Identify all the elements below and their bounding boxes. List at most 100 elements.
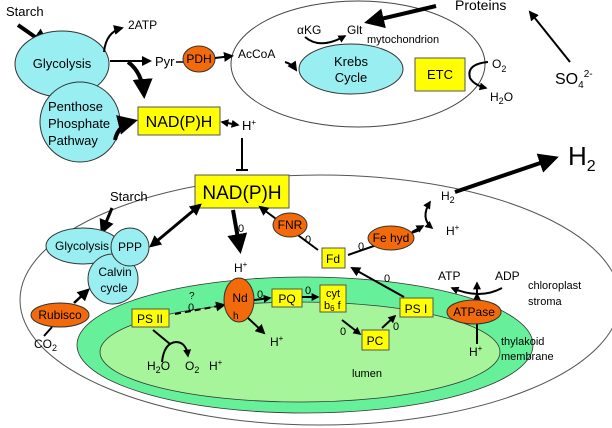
glycolysis-label: Glycolysis [33,56,92,71]
h-plus-fehyd: H+ [446,223,460,238]
nd-pq-arrow [253,294,272,303]
nadph-h-arrow-chloroplast [227,209,248,254]
glt-label: Glt [347,23,363,37]
akg-label: αKG [297,23,321,37]
starch-glycolysis-arrow [99,207,114,235]
zero-3: 0 [358,241,364,253]
rubisco-calvin-arrow [73,288,90,304]
water-split-arrow [161,340,192,363]
rubisco-label: Rubisco [38,308,82,322]
nadph-box-top[interactable] [137,106,221,136]
cyt-label-1: cyt [326,288,340,300]
lumen-label: lumen [352,368,382,380]
starch-chloroplast-label: Starch [110,189,148,204]
pdh-label: PDH [186,52,211,66]
ppp-label-3: Pathway [48,133,98,148]
ppp-label-1: Penthose [48,99,103,114]
pc-label: PC [367,334,384,348]
psii-nd-dashed-arrow [174,301,226,315]
zero-2: 0 [305,234,311,246]
pdh-enzyme[interactable] [182,45,216,73]
pc-box[interactable] [361,329,390,351]
accoa-krebs-arrow [284,60,298,72]
adp-label: ADP [495,269,520,283]
chloroplast-stroma-label-1: chloroplast [528,280,581,292]
co2-label: CO2 [34,337,57,353]
cyt-label-2: b6 f [324,300,342,313]
atp-label: ATP [438,269,460,283]
krebs-cycle[interactable] [298,43,404,95]
proteins-label: Proteins [455,0,506,13]
fnr-label: FNR [278,218,303,232]
chloroplast-membrane [19,174,612,426]
ppp-nadph-chloroplast-arrow [149,203,202,248]
so4-proteins-arrow [528,10,571,63]
zero-9: 0 [393,321,399,333]
nadph-box-chloroplast[interactable] [194,174,290,209]
fnr-enzyme[interactable] [272,212,308,238]
h2-small-label: H2 [441,189,455,205]
nadph-label-top: NAD(P)H [146,114,213,131]
psi-fd-arrow [350,267,405,298]
zero-6: 0 [257,289,263,301]
co2-rubisco-line [43,326,53,337]
pc-psi-arrow [381,314,397,329]
h-plus-lumen: H+ [209,358,223,373]
h-plus-chloroplast: H+ [234,260,248,275]
fd-label: Fd [326,252,340,266]
fe-hyd-enzyme[interactable] [367,225,415,251]
adp-atp-arrow [450,286,503,295]
glycolysis-nadph-arrow [126,60,153,99]
h2-big-label: H2 [568,141,596,175]
h2-export-arrow [454,153,559,194]
question-mark: ? [189,291,195,302]
thylakoid-label-1: thylakoid [501,336,544,348]
h2o-label-mito: H2O [490,90,513,106]
h2-h-branch-arrow [423,200,434,230]
krebs-label-1: Krebs [334,54,368,69]
zero-1: 0 [238,223,244,235]
krebs-label-2: Cycle [335,70,368,85]
nadph-h-arrow [220,119,240,128]
mitochondrion-membrane [230,0,486,128]
akg-glt-arrow [304,35,347,45]
psii-box[interactable] [131,308,170,328]
nd-label: Nd [232,291,247,305]
calvin-label-1: Calvin [98,265,131,279]
calvin-label-2: cycle [100,281,128,295]
proteins-glt-arrow [364,4,437,29]
cyt-b6f-box[interactable] [319,284,347,313]
zero-4: 0 [384,273,390,285]
atpase-label: ATPase [453,305,495,319]
thylakoid-label-2: membrane [501,351,554,363]
atp-arrow [103,25,124,53]
fe-hyd-label: Fe hyd [373,231,410,245]
zero-5: 0 [188,302,194,314]
starch-label: Starch [6,4,44,19]
ppp-chloroplast-node[interactable] [110,227,150,267]
2atp-label: 2ATP [128,18,157,32]
h-plus-top: H+ [242,118,256,133]
rubisco-enzyme[interactable] [30,302,90,328]
psi-label: PS I [405,302,428,316]
etc-box[interactable] [414,57,466,92]
nd-sub-label: h [233,311,239,322]
etc-label: ETC [427,67,453,82]
nd-h-arrow [247,317,266,335]
glycolysis-chloroplast-label: Glycolysis [55,239,109,253]
psii-label: PS II [137,312,163,326]
fehyd-branch-arrow [411,225,425,233]
fd-box[interactable] [321,247,346,269]
accoa-label: AcCoA [238,47,275,61]
h-plus-atpase: H+ [469,344,483,359]
pq-label: PQ [278,292,295,306]
h2o-label-lumen: H2O [147,359,170,375]
psi-box[interactable] [399,297,434,318]
psii-water-line [152,329,171,345]
pyr-label: Pyr [155,54,175,69]
h-plus-nd: H+ [270,334,284,349]
atpase-enzyme[interactable] [446,299,502,325]
ppp-chloroplast-label: PPP [118,240,142,254]
chloroplast-stroma-label-2: stroma [528,296,563,308]
